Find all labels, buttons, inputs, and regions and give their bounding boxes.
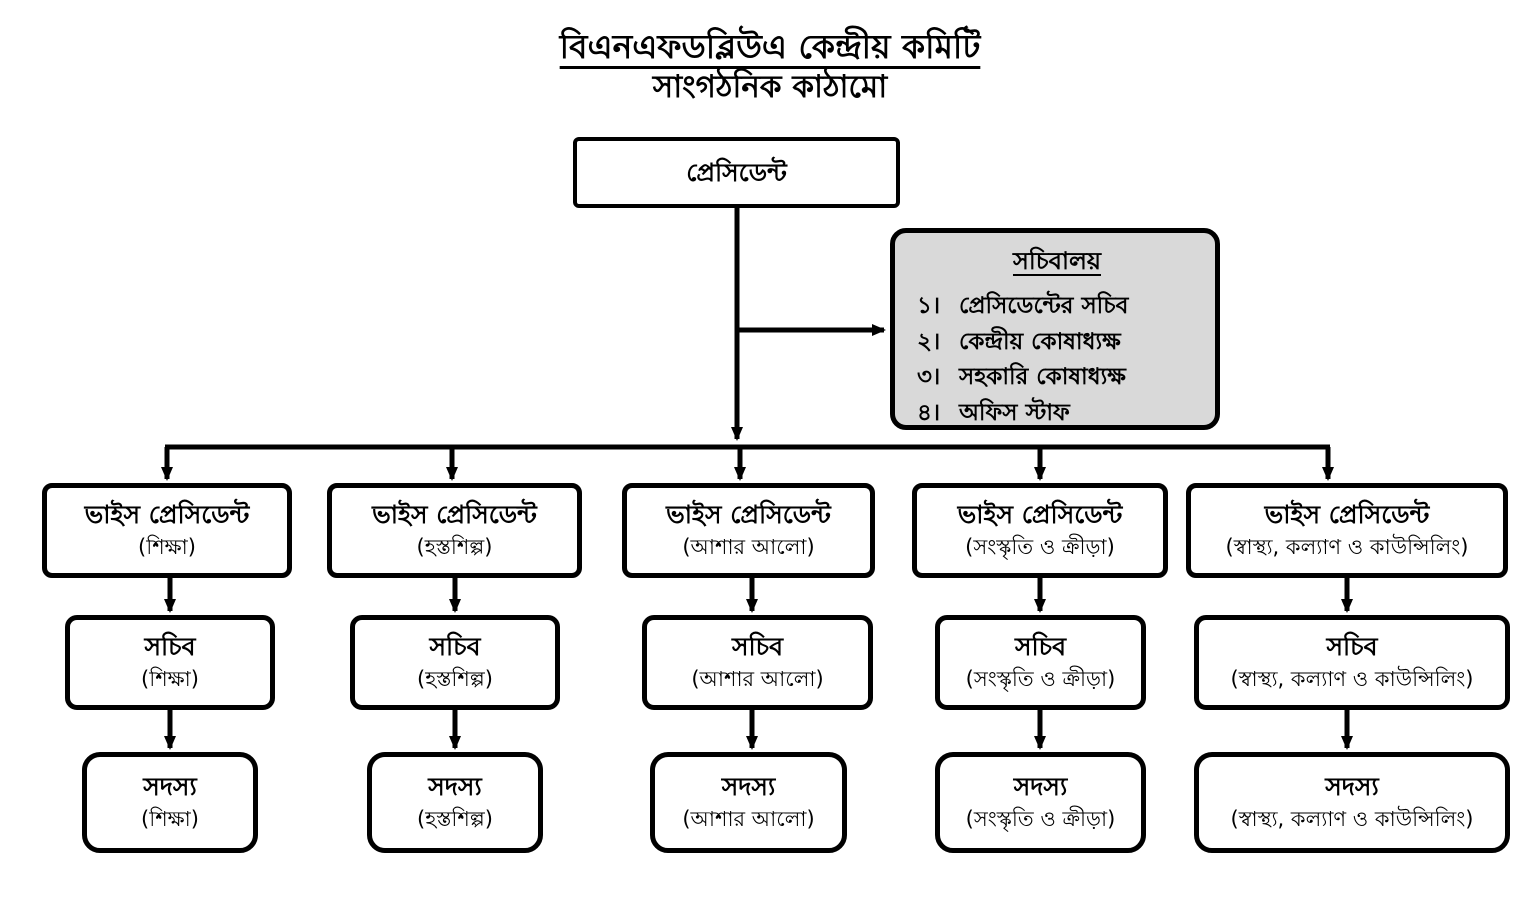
chart-title-line2: সাংগঠনিক কাঠামো (652, 69, 888, 106)
item-label: অফিস স্টাফ (959, 399, 1070, 426)
secretary-label: সচিব (731, 632, 784, 662)
member-unit: (স্বাস্থ্য, কল্যাণ ও কাউন্সিলিং) (1230, 807, 1474, 832)
vice-president-box: ভাইস প্রেসিডেন্ট (শিক্ষা) (42, 483, 292, 578)
member-unit: (আশার আলো) (682, 807, 815, 832)
secretariat-box: সচিবালয় ১। প্রেসিডেন্টের সচিব ২। কেন্দ্… (890, 228, 1220, 430)
secretariat-item: ৩। সহকারি কোষাধ্যক্ষ (917, 360, 1197, 396)
member-label: সদস্য (143, 772, 197, 802)
member-unit: (শিক্ষা) (141, 807, 199, 832)
vice-president-label: ভাইস প্রেসিডেন্ট (957, 500, 1123, 530)
secretariat-title: সচিবালয় (1012, 247, 1101, 275)
secretary-box: সচিব (হস্তশিল্প) (350, 615, 560, 710)
vice-president-label: ভাইস প্রেসিডেন্ট (1264, 500, 1430, 530)
secretary-box: সচিব (আশার আলো) (642, 615, 873, 710)
vice-president-box: ভাইস প্রেসিডেন্ট (আশার আলো) (622, 483, 875, 578)
president-box: প্রেসিডেন্ট (573, 137, 900, 208)
secretary-unit: (হস্তশিল্প) (417, 667, 493, 692)
member-label: সদস্য (1325, 772, 1379, 802)
member-box: সদস্য (শিক্ষা) (82, 752, 258, 853)
member-box: সদস্য (হস্তশিল্প) (367, 752, 543, 853)
secretariat-item: ৪। অফিস স্টাফ (917, 396, 1197, 432)
secretary-box: সচিব (শিক্ষা) (65, 615, 275, 710)
secretariat-item: ১। প্রেসিডেন্টের সচিব (917, 289, 1197, 325)
chart-title-line1: বিএনএফডব্লিউএ কেন্দ্রীয় কমিটি (559, 27, 981, 66)
item-label: কেন্দ্রীয় কোষাধ্যক্ষ (959, 328, 1121, 355)
vice-president-label: ভাইস প্রেসিডেন্ট (666, 500, 831, 530)
member-box: সদস্য (স্বাস্থ্য, কল্যাণ ও কাউন্সিলিং) (1194, 752, 1510, 853)
member-label: সদস্য (721, 772, 776, 802)
secretary-label: সচিব (1326, 632, 1378, 662)
secretariat-item: ২। কেন্দ্রীয় কোষাধ্যক্ষ (917, 325, 1197, 361)
member-unit: (সংস্কৃতি ও ক্রীড়া) (965, 807, 1116, 832)
vice-president-unit: (সংস্কৃতি ও ক্রীড়া) (965, 535, 1115, 560)
item-number: ২। (917, 328, 941, 355)
vice-president-label: ভাইস প্রেসিডেন্ট (84, 500, 250, 530)
member-box: সদস্য (আশার আলো) (650, 752, 847, 853)
secretary-unit: (আশার আলো) (691, 667, 824, 692)
secretary-unit: (সংস্কৃতি ও ক্রীড়া) (965, 667, 1116, 692)
secretary-box: সচিব (সংস্কৃতি ও ক্রীড়া) (935, 615, 1146, 710)
member-label: সদস্য (428, 772, 482, 802)
vice-president-unit: (স্বাস্থ্য, কল্যাণ ও কাউন্সিলিং) (1225, 535, 1469, 560)
item-number: ১। (917, 293, 941, 319)
secretary-unit: (স্বাস্থ্য, কল্যাণ ও কাউন্সিলিং) (1230, 667, 1474, 692)
member-label: সদস্য (1013, 772, 1068, 802)
vice-president-unit: (শিক্ষা) (138, 535, 196, 560)
vice-president-unit: (হস্তশিল্প) (416, 535, 493, 560)
chart-title: বিএনএফডব্লিউএ কেন্দ্রীয় কমিটি সাংগঠনিক … (420, 26, 1120, 109)
member-unit: (হস্তশিল্প) (417, 807, 493, 832)
secretary-box: সচিব (স্বাস্থ্য, কল্যাণ ও কাউন্সিলিং) (1194, 615, 1510, 710)
vice-president-label: ভাইস প্রেসিডেন্ট (372, 500, 537, 530)
item-number: ৪। (917, 399, 941, 426)
item-label: সহকারি কোষাধ্যক্ষ (959, 364, 1126, 391)
vice-president-box: ভাইস প্রেসিডেন্ট (স্বাস্থ্য, কল্যাণ ও কা… (1186, 483, 1508, 578)
secretary-label: সচিব (429, 632, 481, 662)
vice-president-box: ভাইস প্রেসিডেন্ট (হস্তশিল্প) (327, 483, 582, 578)
secretary-label: সচিব (1014, 632, 1067, 662)
item-number: ৩। (917, 364, 941, 391)
member-box: সদস্য (সংস্কৃতি ও ক্রীড়া) (935, 752, 1146, 853)
vice-president-unit: (আশার আলো) (682, 535, 815, 560)
secretary-unit: (শিক্ষা) (141, 667, 199, 692)
vice-president-box: ভাইস প্রেসিডেন্ট (সংস্কৃতি ও ক্রীড়া) (912, 483, 1168, 578)
secretary-label: সচিব (144, 632, 196, 662)
item-label: প্রেসিডেন্টের সচিব (959, 293, 1129, 319)
president-label: প্রেসিডেন্ট (686, 157, 787, 187)
